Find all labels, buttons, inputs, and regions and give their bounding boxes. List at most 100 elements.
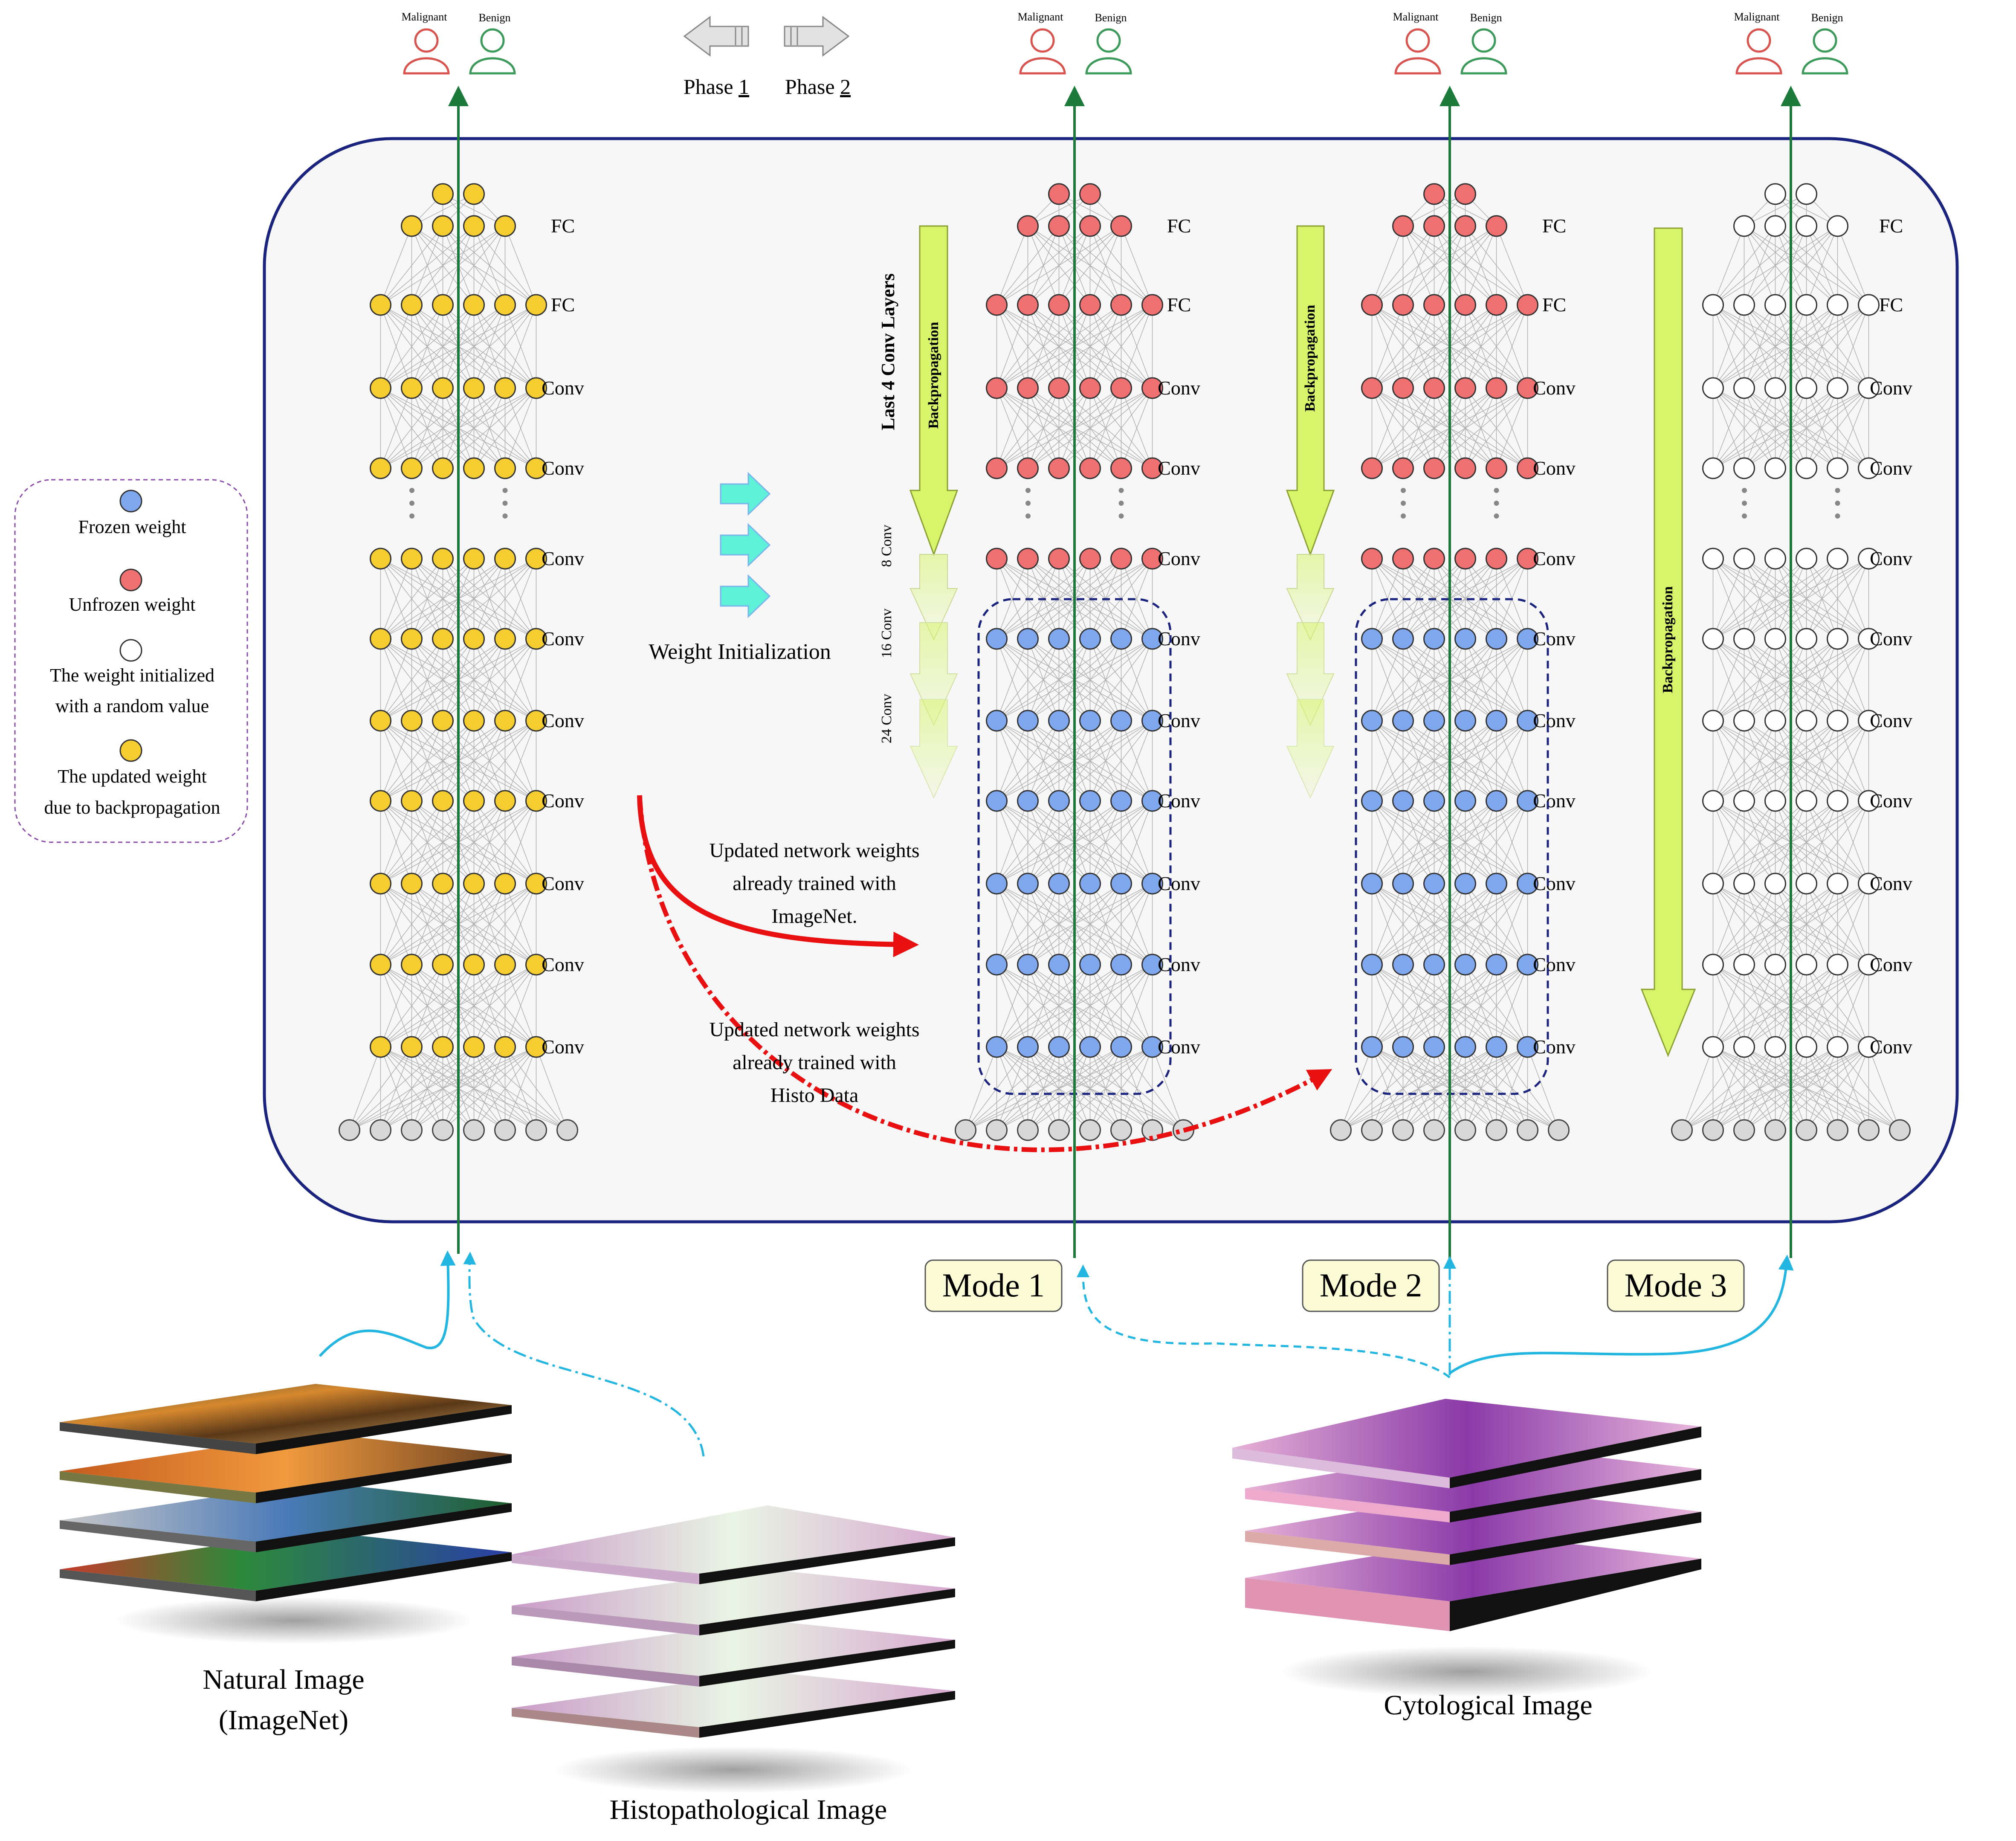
benign-person-icon — [1802, 28, 1848, 75]
neuron-random — [1764, 215, 1786, 237]
phase1-arrow-icon — [683, 16, 749, 57]
natural-image-label-line1: Natural Image — [203, 1664, 364, 1695]
neuron-updated — [432, 377, 454, 399]
weight-legend: Frozen weight Unfrozen weight The weight… — [14, 479, 248, 843]
backprop-arrows: Backpropagation Backpropagation Backprop… — [909, 225, 1696, 1058]
neuron-unfrozen — [1079, 548, 1101, 570]
input-neuron — [1017, 1119, 1039, 1141]
ellipsis-dot — [502, 488, 508, 493]
input-neuron — [339, 1119, 360, 1141]
neuron-frozen — [1517, 628, 1538, 650]
ellipsis-dot — [1401, 488, 1406, 493]
neuron-random — [1764, 457, 1786, 479]
benign-person-icon — [1460, 28, 1507, 75]
neuron-random — [1733, 1036, 1755, 1058]
neuron-unfrozen — [1048, 548, 1070, 570]
output-neuron — [432, 183, 454, 205]
neuron-updated — [401, 548, 423, 570]
layer-label-conv: Conv — [1533, 548, 1576, 569]
neuron-unfrozen — [1392, 377, 1414, 399]
layer-label-conv: Conv — [1158, 954, 1200, 975]
neuron-frozen — [1454, 873, 1476, 895]
neuron-random — [1796, 954, 1817, 976]
input-neuron — [1733, 1119, 1755, 1141]
layer-label-fc: FC — [1167, 294, 1191, 316]
imagenet-note-line3: ImageNet. — [771, 905, 857, 928]
neuron-unfrozen — [1079, 294, 1101, 316]
natural-image-stack: Natural Image (ImageNet) — [60, 1384, 512, 1736]
neuron-updated — [494, 294, 516, 316]
neuron-frozen — [986, 710, 1008, 732]
ellipsis-dot — [1401, 513, 1406, 519]
random-weight-icon — [119, 639, 142, 662]
ellipsis-dot — [1742, 513, 1747, 519]
neuron-frozen — [1017, 710, 1039, 732]
neuron-unfrozen — [986, 548, 1008, 570]
neuron-updated — [525, 954, 547, 976]
neuron-frozen — [1361, 628, 1383, 650]
phase2-label: Phase 2 — [785, 75, 851, 99]
input-neuron — [525, 1119, 547, 1141]
layer-label-conv: Conv — [1870, 873, 1912, 894]
malignant-label: Malignant — [1734, 11, 1780, 23]
neuron-frozen — [1361, 954, 1383, 976]
neuron-frozen — [1361, 1036, 1383, 1058]
neuron-updated — [370, 873, 391, 895]
neuron-updated — [494, 548, 516, 570]
neuron-unfrozen — [1110, 457, 1132, 479]
malignant-label: Malignant — [1018, 11, 1064, 23]
neuron-unfrozen — [1079, 215, 1101, 237]
neuron-unfrozen — [1141, 548, 1163, 570]
neuron-random — [1702, 377, 1724, 399]
neuron-updated — [525, 457, 547, 479]
neuron-unfrozen — [1110, 548, 1132, 570]
neuron-random — [1796, 377, 1817, 399]
neuron-updated — [370, 457, 391, 479]
input-neuron — [1764, 1119, 1786, 1141]
neuron-updated — [463, 294, 485, 316]
neuron-random — [1796, 628, 1817, 650]
histo-image-stack: Histopathological Image — [512, 1505, 955, 1825]
benign-label: Benign — [1470, 12, 1502, 24]
ellipsis-dot — [409, 501, 414, 506]
neuron-frozen — [1392, 1036, 1414, 1058]
neuron-updated — [401, 294, 423, 316]
layer-label-conv: Conv — [1533, 790, 1576, 812]
neuron-unfrozen — [1392, 294, 1414, 316]
neuron-frozen — [986, 1036, 1008, 1058]
layer-label-fc: FC — [1542, 215, 1566, 237]
neuron-unfrozen — [1361, 377, 1383, 399]
neuron-updated — [432, 215, 454, 237]
neuron-frozen — [1454, 710, 1476, 732]
layer-label-fc: FC — [551, 215, 575, 237]
neuron-updated — [525, 710, 547, 732]
neuron-updated — [370, 954, 391, 976]
malignant-person-icon — [1394, 28, 1441, 75]
input-neuron — [1671, 1119, 1693, 1141]
neuron-updated — [463, 873, 485, 895]
ellipsis-dot — [409, 513, 414, 519]
neuron-updated — [463, 457, 485, 479]
neuron-updated — [370, 628, 391, 650]
neuron-frozen — [1423, 1036, 1445, 1058]
neuron-frozen — [1079, 954, 1101, 976]
neuron-random — [1827, 790, 1848, 812]
layer-label-conv: Conv — [542, 548, 584, 569]
neuron-frozen — [1048, 628, 1070, 650]
layer-label-fc: FC — [1167, 215, 1191, 237]
natural-image-label-line2: (ImageNet) — [219, 1705, 348, 1736]
neuron-random — [1764, 294, 1786, 316]
layer-label-conv: Conv — [542, 873, 584, 894]
input-neuron — [556, 1119, 578, 1141]
neuron-frozen — [1392, 954, 1414, 976]
neuron-frozen — [1141, 1036, 1163, 1058]
neuron-updated — [432, 954, 454, 976]
neuron-random — [1858, 457, 1880, 479]
neuron-updated — [463, 628, 485, 650]
neuron-updated — [494, 377, 516, 399]
legend-frozen: Frozen weight — [78, 516, 186, 537]
input-neuron — [1889, 1119, 1911, 1141]
neuron-random — [1733, 548, 1755, 570]
neuron-updated — [463, 1036, 485, 1058]
